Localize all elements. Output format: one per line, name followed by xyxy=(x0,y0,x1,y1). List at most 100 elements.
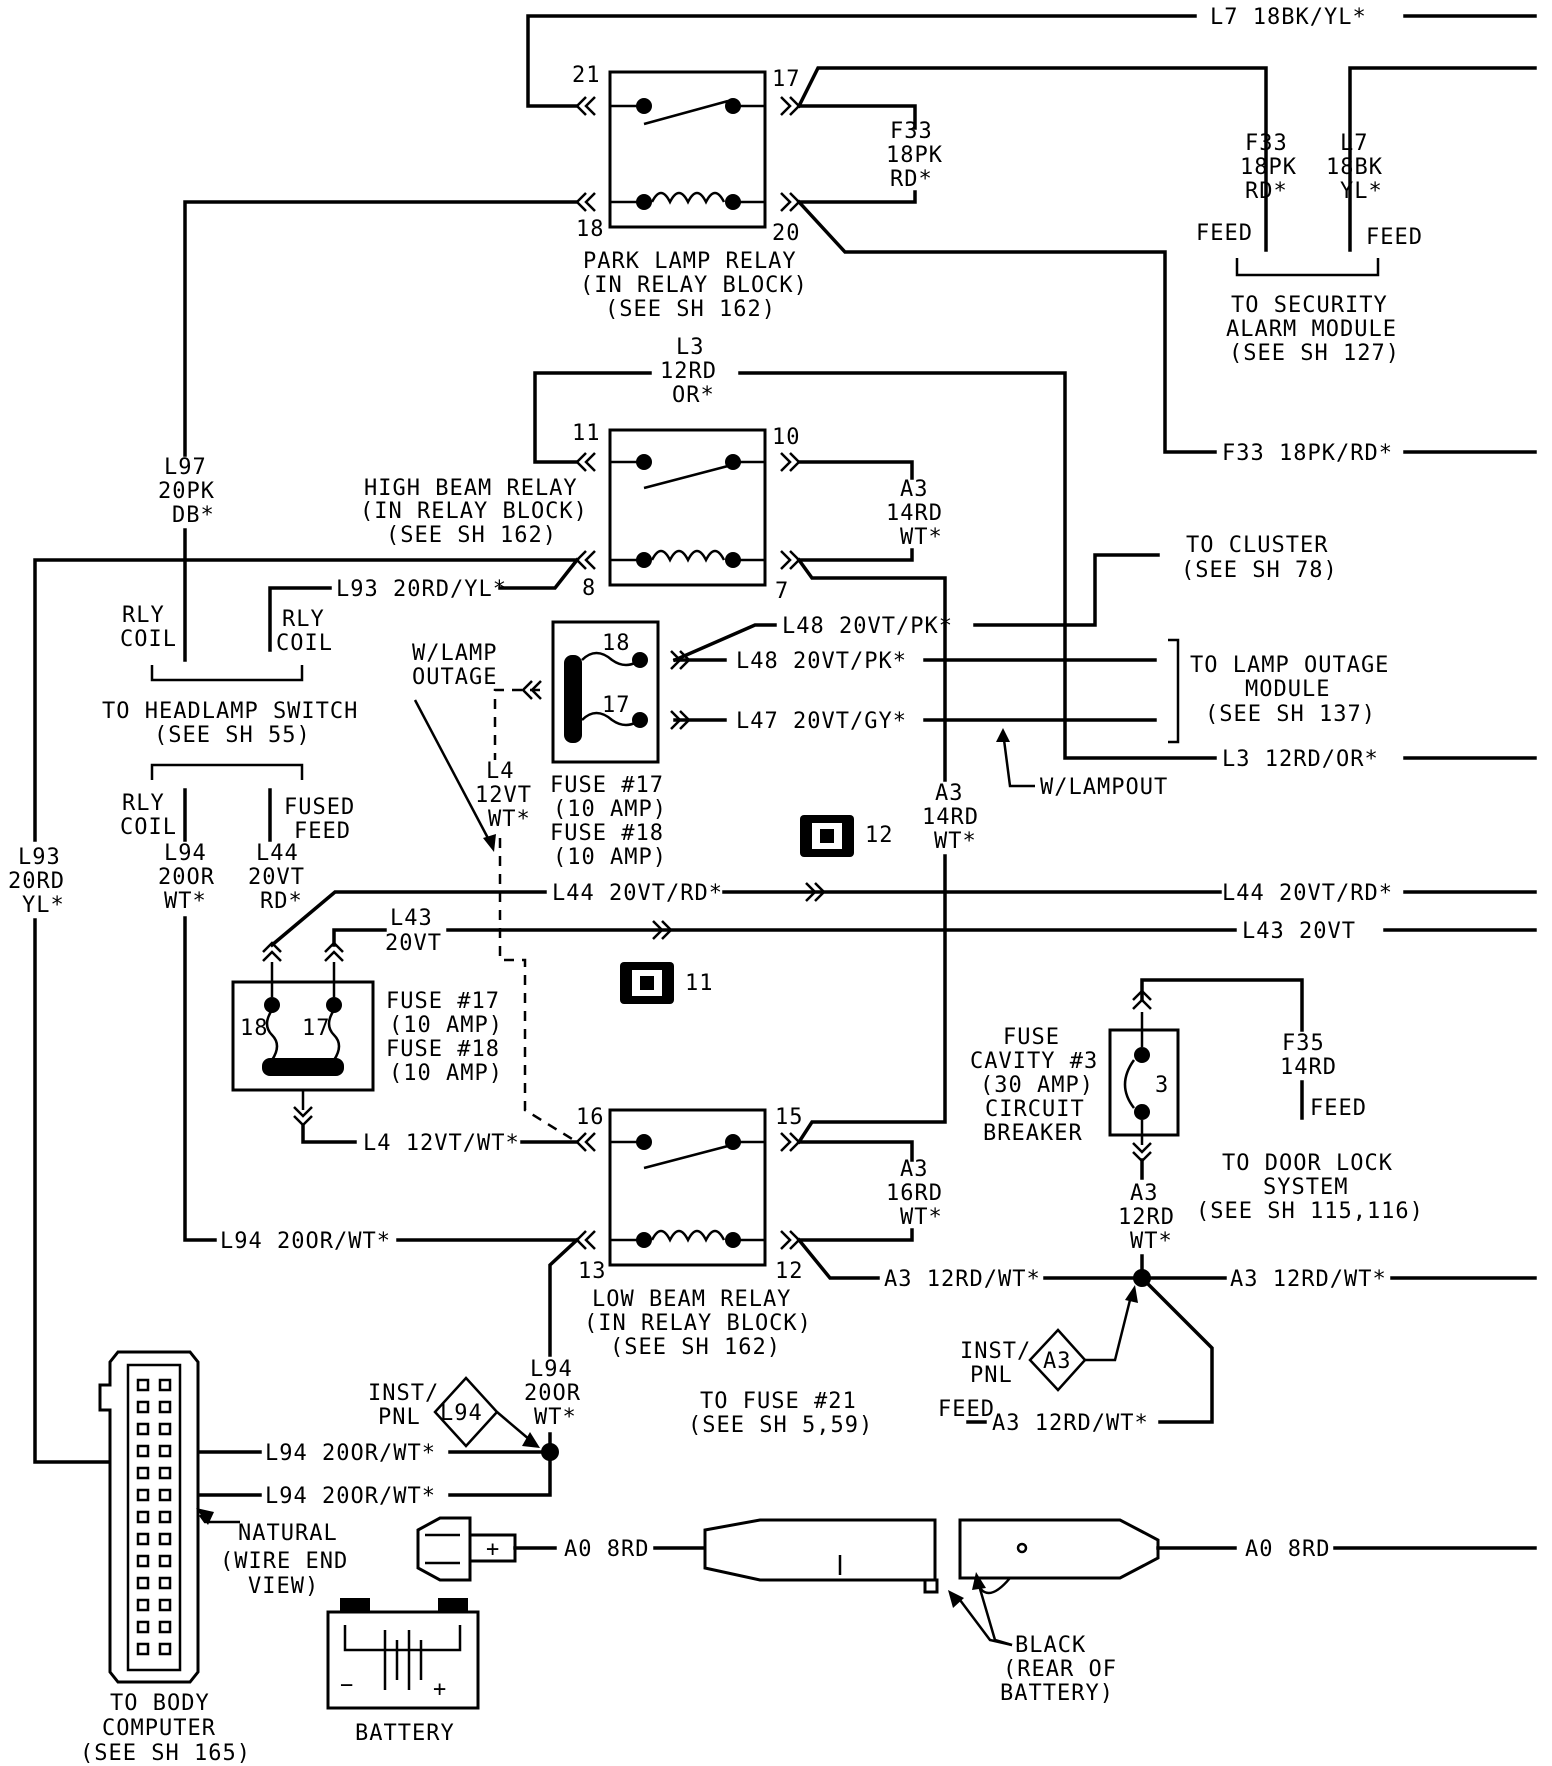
lom-3: (SEE SH 137) xyxy=(1205,702,1376,727)
fusible-link-icon xyxy=(703,1518,1160,1595)
fused-a: FUSED xyxy=(284,795,355,820)
inst2-b: PNL xyxy=(378,1405,421,1430)
a3-cb-c: WT* xyxy=(1130,1229,1173,1254)
l94-low-c: WT* xyxy=(534,1405,577,1430)
l94-bc2: L94 20OR/WT* xyxy=(265,1484,436,1509)
l4-b: 12VT xyxy=(475,783,532,808)
fuse-top-p17: 17 xyxy=(602,693,631,718)
door-1: TO DOOR LOCK xyxy=(1222,1151,1393,1176)
connector-pin xyxy=(158,1576,172,1590)
l7-sec-a: L7 xyxy=(1340,131,1369,156)
pin-8: 8 xyxy=(582,576,596,601)
wiring: L7 18BK/YL* F33 18PK RD* F33 18PK RD* L7… xyxy=(8,5,1537,1766)
connector-pin xyxy=(136,1488,150,1502)
l94-c: WT* xyxy=(164,889,207,914)
connector-pin xyxy=(136,1598,150,1612)
sec-3: (SEE SH 127) xyxy=(1229,341,1400,366)
rly-coil-3b: COIL xyxy=(120,815,177,840)
l7-sec-b: 18BK xyxy=(1326,155,1383,180)
f33-right: F33 18PK/RD* xyxy=(1222,441,1393,466)
wlamp-1: W/LAMP xyxy=(412,641,497,666)
l94-b: 20OR xyxy=(158,865,215,890)
connector-pins xyxy=(136,1378,172,1656)
connector-pin xyxy=(136,1510,150,1524)
a0-left: A0 8RD xyxy=(564,1537,649,1562)
a3-diamond-icon xyxy=(1028,1328,1087,1392)
a3-a: A3 xyxy=(900,477,929,502)
l44-b: 20VT xyxy=(248,865,305,890)
f35-b: 14RD xyxy=(1280,1055,1337,1080)
connector-11-icon: 11 xyxy=(620,962,714,1004)
low-relay-sub2: (SEE SH 162) xyxy=(610,1335,781,1360)
l97-a: L97 xyxy=(164,455,207,480)
l44-a: L44 xyxy=(256,841,299,866)
terminal-plus: + xyxy=(486,1537,500,1562)
inst2-a: INST/ xyxy=(368,1381,439,1406)
l7-sec-c: YL* xyxy=(1340,179,1383,204)
connector-pin xyxy=(136,1422,150,1436)
f33-sec-c: RD* xyxy=(1245,179,1288,204)
f35-a: F35 xyxy=(1282,1031,1325,1056)
cb-2: CAVITY #3 xyxy=(970,1049,1098,1074)
rly-coil-3a: RLY xyxy=(122,791,165,816)
black-1: BLACK xyxy=(1015,1633,1086,1658)
pin-10: 10 xyxy=(772,425,801,450)
fuse-top-1: FUSE #17 xyxy=(550,773,664,798)
l97-c: DB* xyxy=(172,503,215,528)
l3-b: 12RD xyxy=(660,359,717,384)
relay-coil-icon xyxy=(650,1229,726,1243)
fused-b: FEED xyxy=(294,819,351,844)
connector-pin xyxy=(158,1554,172,1568)
connector-pin xyxy=(136,1620,150,1634)
inst1-a: INST/ xyxy=(960,1339,1031,1364)
l48-b: L48 20VT/PK* xyxy=(736,649,907,674)
diamond-a3: A3 xyxy=(1043,1349,1072,1374)
connector-pin xyxy=(158,1466,172,1480)
connector-pin xyxy=(158,1510,172,1524)
wlamp-2: OUTAGE xyxy=(412,665,497,690)
connector-pin xyxy=(136,1642,150,1656)
hl-1: TO HEADLAMP SWITCH xyxy=(102,699,358,724)
l94-low-b: 20OR xyxy=(524,1381,581,1406)
pin-12: 12 xyxy=(775,1259,804,1284)
fuse-top-4: (10 AMP) xyxy=(553,845,667,870)
l94-low-a: L94 xyxy=(530,1357,573,1382)
door-2: SYSTEM xyxy=(1263,1175,1348,1200)
fuse-bot-4: (10 AMP) xyxy=(389,1061,503,1086)
connector-pin xyxy=(136,1400,150,1414)
connector-pin xyxy=(158,1642,172,1656)
f33-a: F33 xyxy=(890,119,933,144)
hl-2: (SEE SH 55) xyxy=(154,723,311,748)
body-2: COMPUTER xyxy=(102,1716,216,1741)
l44-right: L44 20VT/RD* xyxy=(1222,881,1393,906)
black-2: (REAR OF xyxy=(1003,1657,1117,1682)
natural-2: (WIRE END xyxy=(220,1549,348,1574)
battery-label: BATTERY xyxy=(355,1721,455,1746)
connector-pin xyxy=(158,1598,172,1612)
l93-c: YL* xyxy=(22,893,65,918)
feed2: FEED xyxy=(1366,225,1423,250)
f33-c: RD* xyxy=(890,167,933,192)
wlampout: W/LAMPOUT xyxy=(1040,775,1168,800)
fuse-top-2: (10 AMP) xyxy=(553,797,667,822)
l48-a: L48 20VT/PK* xyxy=(782,614,953,639)
connector-pin xyxy=(136,1554,150,1568)
l4-a: L4 xyxy=(486,759,515,784)
cb-4: CIRCUIT xyxy=(985,1097,1085,1122)
l4-bottom: L4 12VT/WT* xyxy=(363,1131,520,1156)
conn11: 11 xyxy=(685,971,714,996)
high-relay-title: HIGH BEAM RELAY xyxy=(364,476,578,501)
l4-c: WT* xyxy=(488,807,531,832)
connector-pin xyxy=(158,1400,172,1414)
pin-18: 18 xyxy=(576,217,605,242)
pin-11: 11 xyxy=(572,421,601,446)
connector-pin xyxy=(136,1576,150,1590)
l43-a: L43 xyxy=(390,906,433,931)
cb-3: (30 AMP) xyxy=(980,1073,1094,1098)
door-3: (SEE SH 115,116) xyxy=(1196,1199,1424,1224)
a3-mid-b: 14RD xyxy=(922,805,979,830)
cluster-1: TO CLUSTER xyxy=(1186,533,1328,558)
l3-right: L3 12RD/OR* xyxy=(1222,747,1379,772)
pin-7: 7 xyxy=(775,579,789,604)
f33-b: 18PK xyxy=(886,143,943,168)
